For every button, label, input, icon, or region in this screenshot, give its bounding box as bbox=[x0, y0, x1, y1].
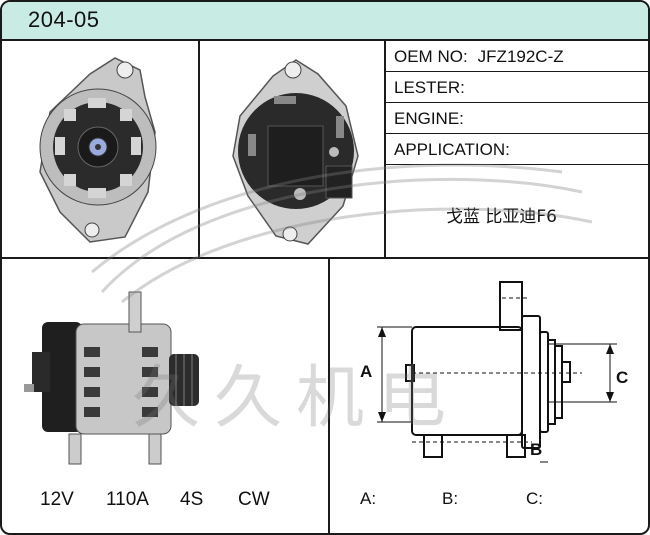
alternator-rear-photo bbox=[232, 59, 359, 245]
dimension-a-label: A: bbox=[360, 489, 377, 508]
divider bbox=[328, 258, 330, 533]
header-bar: 204-05 bbox=[2, 2, 648, 41]
divider bbox=[384, 133, 648, 134]
divider bbox=[198, 39, 200, 258]
oem-value: JFZ192C-Z bbox=[477, 47, 564, 66]
divider bbox=[384, 102, 648, 103]
oem-row: OEM NO: JFZ192C-Z bbox=[394, 47, 564, 67]
application-label: APPLICATION: bbox=[394, 140, 510, 159]
dimension-drawing bbox=[377, 281, 617, 463]
oem-label: OEM NO: bbox=[394, 47, 468, 66]
drawing-label-b: B bbox=[530, 440, 543, 459]
lester-label: LESTER: bbox=[394, 78, 465, 97]
drawing-label-a: A bbox=[360, 362, 373, 381]
engine-label: ENGINE: bbox=[394, 109, 464, 128]
watermark: 久久机电 bbox=[132, 359, 461, 438]
divider bbox=[384, 39, 386, 258]
pulley-type: 4S bbox=[180, 489, 204, 510]
dimension-b-label: B: bbox=[442, 489, 459, 508]
amperage: 110A bbox=[106, 489, 149, 510]
alternator-side-photo bbox=[24, 291, 199, 465]
watermark-swoosh bbox=[91, 163, 593, 304]
divider bbox=[384, 71, 648, 72]
voltage: 12V bbox=[40, 489, 74, 510]
drawing-label-c: C bbox=[616, 368, 629, 387]
application-value: 戈蓝 比亚迪F6 bbox=[446, 207, 557, 227]
divider bbox=[384, 164, 648, 165]
divider bbox=[2, 257, 648, 259]
alternator-front-photo bbox=[39, 57, 157, 243]
part-number: 204-05 bbox=[28, 7, 100, 32]
rotation: CW bbox=[238, 489, 270, 510]
dimension-c-label: C: bbox=[526, 489, 543, 508]
